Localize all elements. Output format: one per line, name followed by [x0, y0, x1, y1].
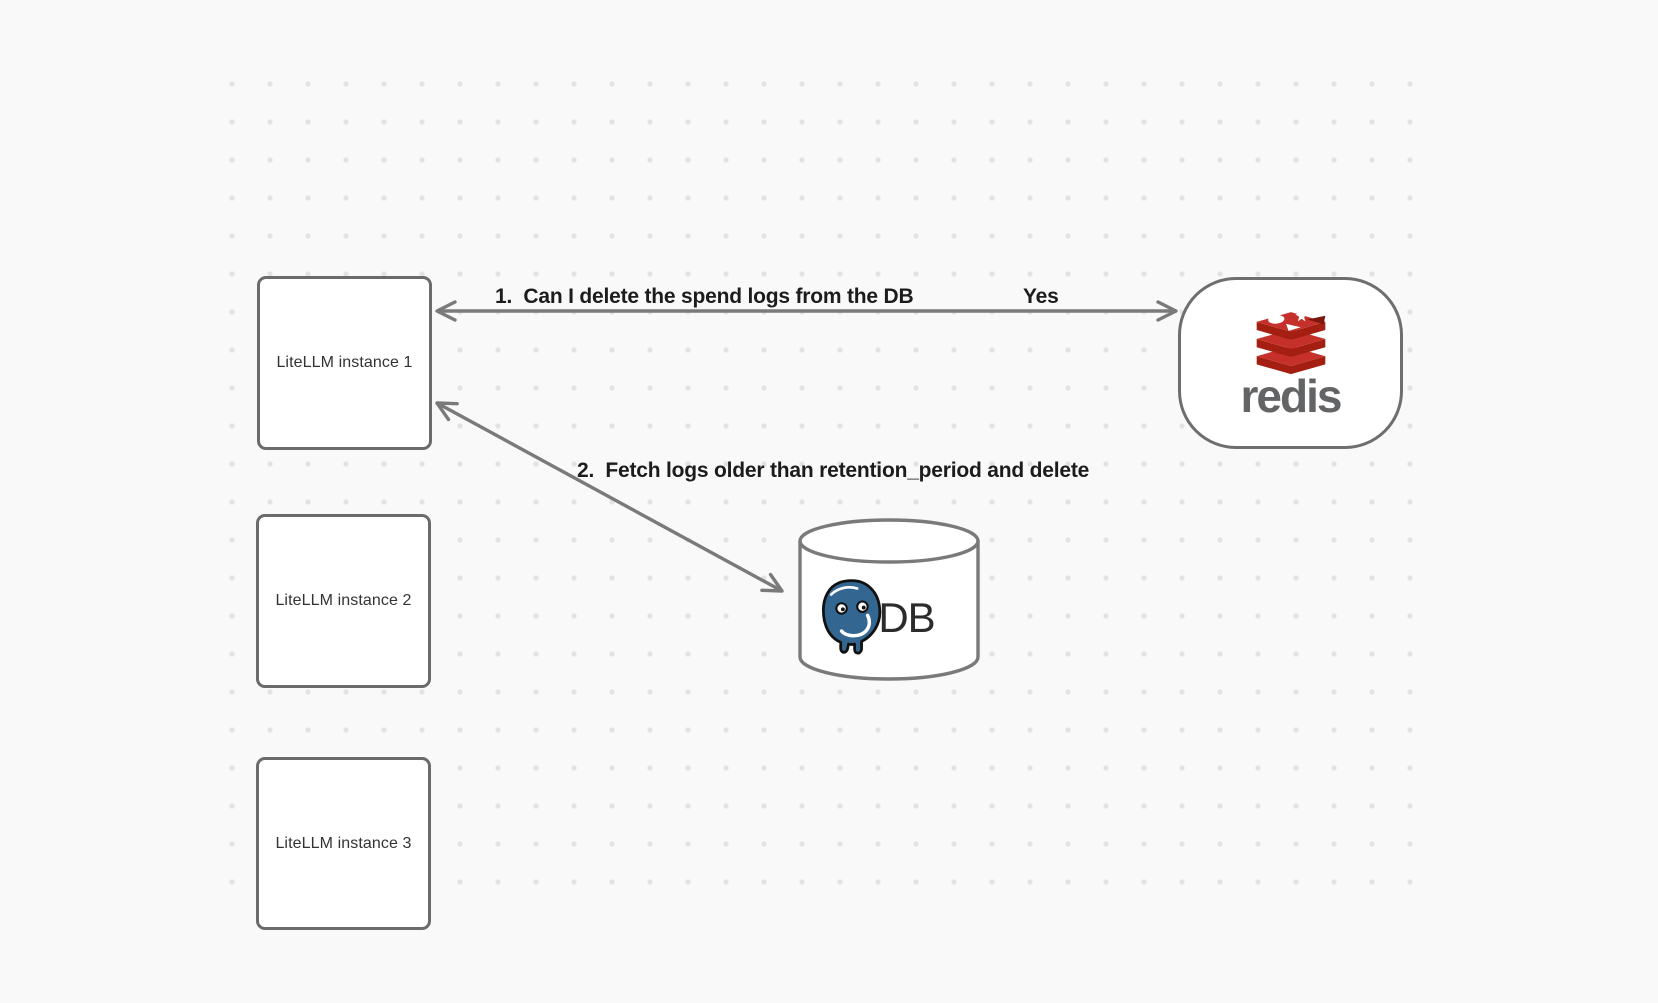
node-litellm-instance-2: LiteLLM instance 2 — [256, 514, 431, 688]
redis-wordmark: redis — [1240, 369, 1343, 422]
edge1-reply-label: Yes — [1023, 285, 1059, 308]
node-redis: redis — [1178, 277, 1403, 449]
node-label: LiteLLM instance 3 — [275, 834, 412, 852]
db-label: DB — [878, 594, 935, 641]
node-litellm-instance-1: LiteLLM instance 1 — [257, 276, 432, 450]
edge2-label: 2. Fetch logs older than retention_perio… — [577, 459, 1090, 482]
edge1-label: 1. Can I delete the spend logs from the … — [495, 285, 914, 308]
database-content: DB — [786, 577, 968, 659]
edge-instance1-db — [435, 401, 784, 593]
node-label: LiteLLM instance 1 — [276, 354, 413, 371]
node-label: LiteLLM instance 2 — [275, 592, 412, 609]
postgresql-elephant-icon — [822, 579, 882, 655]
node-litellm-instance-3: LiteLLM instance 3 — [256, 757, 431, 930]
redis-stack-icon — [1256, 309, 1325, 374]
node-database-cylinder: DB — [798, 517, 980, 682]
